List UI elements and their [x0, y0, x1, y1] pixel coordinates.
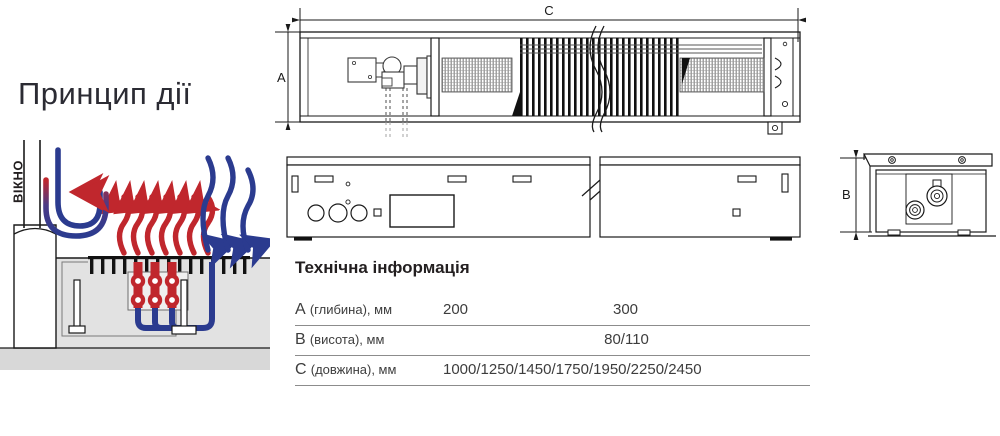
dimension-c-label: C [544, 3, 553, 18]
principle-illustration: ВІКНО [0, 140, 270, 370]
technical-information-block: Технічна інформація А (глибина), мм 200 … [295, 258, 825, 386]
tech-row-value-1: 200 [443, 296, 613, 326]
plan-outlet-nozzle [767, 121, 783, 135]
leveling-feet [68, 279, 197, 335]
table-row: В (висота), мм 80/110 [295, 325, 810, 356]
table-row: А (глибина), мм 200 300 [295, 296, 810, 326]
technical-drawings: C A [270, 0, 830, 260]
drain-lines [385, 122, 408, 138]
blower-detail [770, 37, 794, 117]
tech-row-name: (глибина), мм [309, 302, 393, 317]
tech-row-name: (довжина), мм [310, 362, 397, 377]
elevation-right-features [732, 173, 789, 217]
pipe-connections [905, 179, 948, 220]
elevation-right-body [599, 156, 801, 238]
break-line-plan [589, 25, 611, 133]
section-left-edge [863, 154, 871, 232]
principle-panel: Принцип дії [0, 0, 270, 436]
tech-row-label: С (довжина), мм [295, 355, 443, 386]
floor-structure [0, 140, 270, 370]
fan-mesh-left [441, 57, 513, 93]
fan-mesh-right [679, 57, 765, 93]
header-tubes [520, 44, 762, 54]
warm-airflow-arrows [120, 197, 213, 256]
elevation-left-features [291, 175, 532, 228]
tech-row-letter: В [295, 331, 306, 348]
tech-table: А (глибина), мм 200 300 В (висота), мм 8… [295, 296, 810, 386]
tech-row-value-2: 300 [613, 296, 810, 326]
cold-airflow-arrows [203, 155, 253, 250]
section-top-flange [863, 153, 993, 167]
tech-row-label: В (висота), мм [295, 325, 443, 356]
elevation-view [286, 156, 801, 241]
end-section-view: B [830, 140, 1000, 260]
page-title: Принцип дії [18, 76, 192, 111]
plan-view: C A [275, 3, 806, 138]
tech-heading: Технічна інформація [295, 258, 470, 277]
dimension-b-label: B [842, 187, 851, 202]
drawings-svg: C A [275, 3, 806, 241]
warm-water-circuit [130, 262, 180, 308]
table-row: С (довжина), мм 1000/1250/1450/1750/1950… [295, 355, 810, 386]
elevation-right-foot [770, 237, 792, 241]
tech-row-label: А (глибина), мм [295, 296, 443, 326]
end-section-svg: B [840, 150, 996, 240]
elevation-left-foot [294, 237, 312, 241]
tech-row-value-1: 80/110 [443, 325, 810, 356]
principle-svg [0, 140, 270, 370]
fin-pack [512, 38, 690, 116]
tech-row-letter: А [295, 301, 306, 318]
dimension-a-label: A [277, 70, 286, 85]
valve-assembly [347, 55, 436, 122]
section-feet [868, 229, 996, 237]
window-label: ВІКНО [10, 160, 26, 203]
window-convection-loop [43, 147, 106, 239]
tech-row-letter: С [295, 361, 307, 378]
tech-row-name: (висота), мм [309, 332, 385, 347]
tech-row-value-1: 1000/1250/1450/1750/1950/2250/2450 [443, 355, 810, 386]
